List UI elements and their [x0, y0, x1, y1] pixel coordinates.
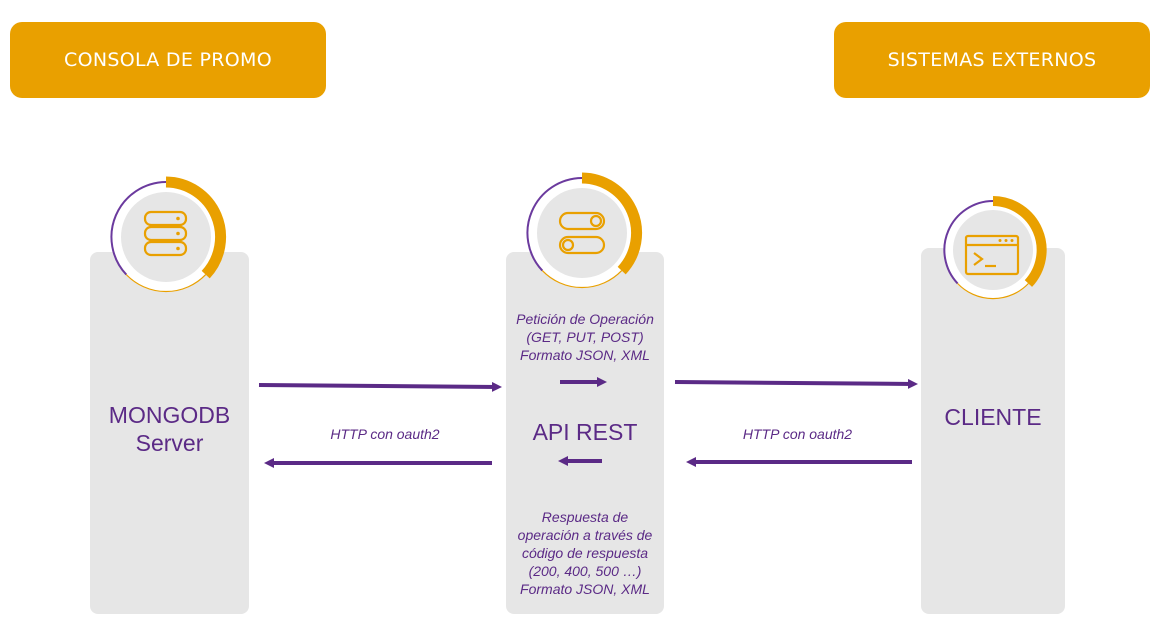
- response-note-line: Formato JSON, XML: [520, 581, 650, 597]
- header-left-label: CONSOLA DE PROMO: [64, 49, 272, 71]
- request-note-line: (GET, PUT, POST): [526, 329, 644, 345]
- http-oauth2-right-label: HTTP con oauth2: [742, 426, 853, 442]
- request-note: Petición de Operación (GET, PUT, POST) F…: [490, 310, 680, 364]
- mongodb-label-line1: MONGODB: [108, 402, 231, 428]
- mongodb-panel: [90, 252, 249, 614]
- response-note-line: (200, 400, 500 …): [528, 563, 642, 579]
- response-note-line: código de respuesta: [521, 545, 649, 561]
- api-rest-label: API REST: [532, 419, 638, 445]
- header-right-label: SISTEMAS EXTERNOS: [887, 49, 1097, 71]
- request-note-line: Petición de Operación: [516, 311, 654, 327]
- header-sistemas-externos: SISTEMAS EXTERNOS: [834, 22, 1150, 98]
- terminal-window-icon: [943, 196, 1047, 300]
- mongodb-label-line2: Server: [135, 430, 204, 456]
- response-note-line: Respuesta de: [541, 509, 629, 525]
- mongodb-server-label: MONGODB Server: [90, 401, 249, 457]
- cliente-panel: [921, 248, 1065, 614]
- cliente-label: CLIENTE: [944, 404, 1042, 430]
- header-consola-de-promo: CONSOLA DE PROMO: [10, 22, 326, 98]
- arrow-mongo-to-api: [258, 381, 502, 392]
- request-note-line: Formato JSON, XML: [520, 347, 650, 363]
- arrow-api-to-cliente: [674, 378, 918, 389]
- http-oauth2-left-label: HTTP con oauth2: [330, 426, 440, 442]
- api-rest-panel: [506, 252, 664, 614]
- database-icon: [110, 176, 227, 293]
- response-note: Respuesta de operación a través de códig…: [480, 508, 690, 598]
- response-note-line: operación a través de: [517, 527, 653, 543]
- toggle-switches-icon: [526, 172, 643, 289]
